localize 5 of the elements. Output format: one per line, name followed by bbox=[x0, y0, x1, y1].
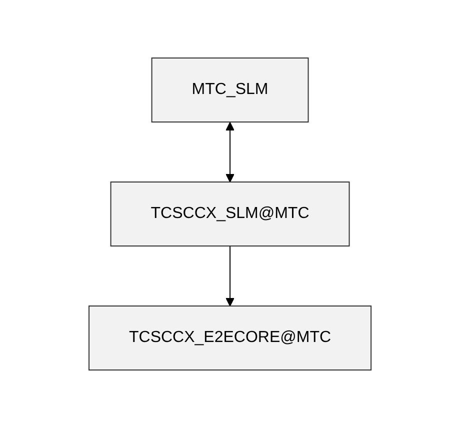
arrow bbox=[226, 122, 234, 182]
arrow bbox=[226, 245, 234, 306]
node-box: MTC_SLM bbox=[151, 57, 309, 122]
node-box: TCSCCX_SLM@MTC bbox=[110, 181, 350, 246]
node-box: TCSCCX_E2ECORE@MTC bbox=[88, 305, 372, 370]
